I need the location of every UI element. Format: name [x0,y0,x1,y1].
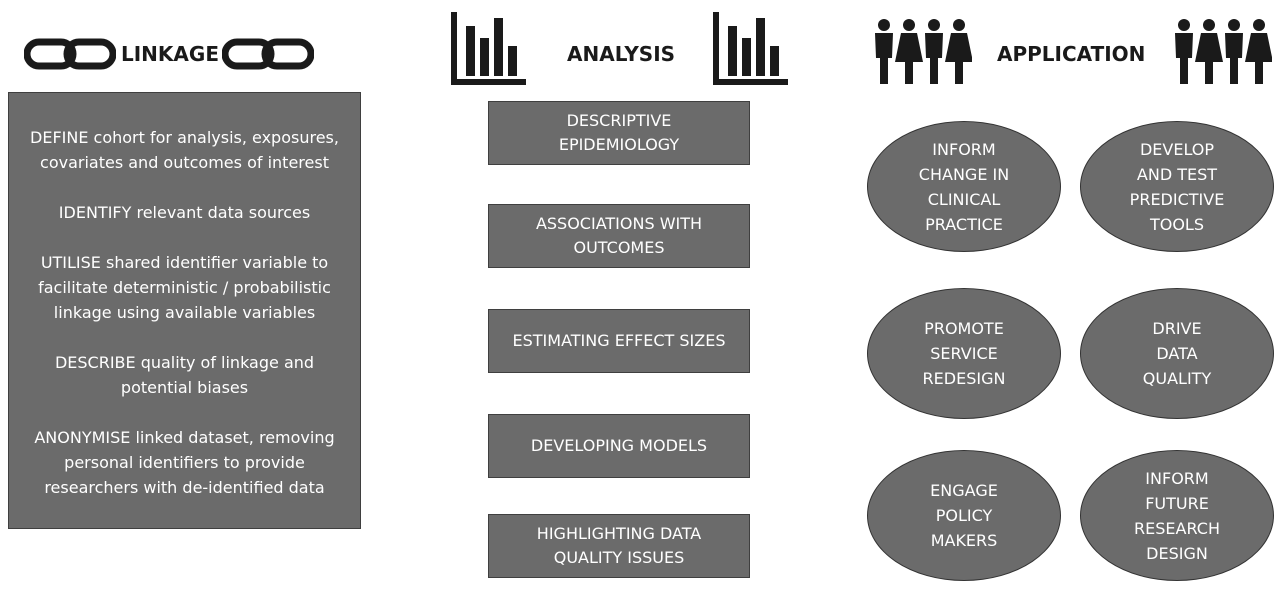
bar-chart-icon [713,12,788,85]
analysis-heading: ANALYSIS [567,42,676,66]
chain-link-icon [24,38,116,70]
application-oval-engage-policy-makers: ENGAGE POLICY MAKERS [867,450,1061,581]
application-oval-inform-future-research: INFORM FUTURE RESEARCH DESIGN [1080,450,1274,581]
bar-chart-icon [451,12,526,85]
application-oval-promote-service-redesign: PROMOTE SERVICE REDESIGN [867,288,1061,419]
application-oval-inform-clinical-practice: INFORM CHANGE IN CLINICAL PRACTICE [867,121,1061,252]
linkage-step-identify: IDENTIFY relevant data sources [58,203,311,222]
linkage-step-utilise: UTILISE shared identifier variable to fa… [38,253,331,322]
linkage-steps-panel: DEFINE cohort for analysis, exposures, c… [8,92,361,529]
analysis-box-estimating-effect-sizes: ESTIMATING EFFECT SIZES [488,309,750,373]
linkage-step-define: DEFINE cohort for analysis, exposures, c… [30,128,339,172]
analysis-box-associations-with-outcomes: ASSOCIATIONS WITH OUTCOMES [488,204,750,268]
analysis-box-highlighting-data-quality: HIGHLIGHTING DATA QUALITY ISSUES [488,514,750,578]
linkage-step-describe: DESCRIBE quality of linkage and potentia… [54,353,315,397]
linkage-heading: LINKAGE [121,42,219,66]
chain-link-icon [222,38,314,70]
people-group-icon [875,19,972,84]
application-heading: APPLICATION [997,42,1146,66]
application-oval-drive-data-quality: DRIVE DATA QUALITY [1080,288,1274,419]
linkage-step-anonymise: ANONYMISE linked dataset, removing perso… [34,428,335,497]
analysis-box-developing-models: DEVELOPING MODELS [488,414,750,478]
people-group-icon [1175,19,1272,84]
analysis-box-descriptive-epidemiology: DESCRIPTIVE EPIDEMIOLOGY [488,101,750,165]
application-oval-develop-predictive-tools: DEVELOP AND TEST PREDICTIVE TOOLS [1080,121,1274,252]
